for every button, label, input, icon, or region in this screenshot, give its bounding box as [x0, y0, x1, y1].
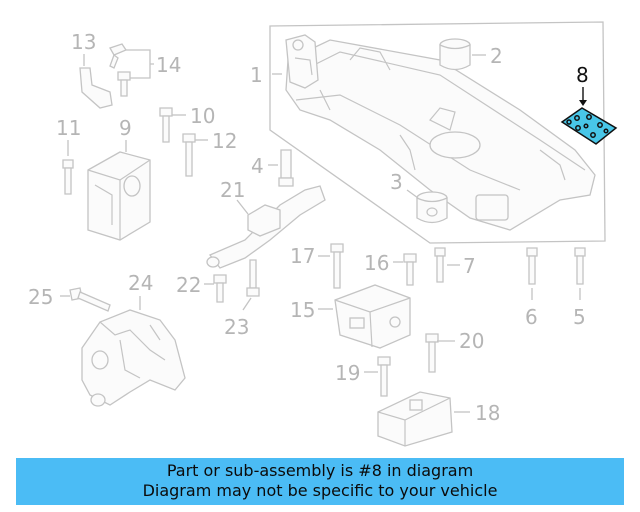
notice-banner: Part or sub-assembly is #8 in diagram Di… [16, 458, 624, 505]
plate-hole [590, 132, 596, 138]
notice-line-1: Part or sub-assembly is #8 in diagram [166, 461, 474, 480]
callout-25: 25 [28, 285, 53, 309]
callout-22: 22 [176, 273, 201, 297]
engine-bracket-24[interactable] [81, 309, 186, 407]
bolt-6[interactable] [526, 247, 538, 285]
callout-20: 20 [459, 329, 484, 353]
reinforcement-plate-8[interactable] [560, 107, 618, 145]
bolt-25[interactable] [69, 287, 111, 312]
callout-19: 19 [335, 361, 360, 385]
leader-8-arrow [579, 100, 587, 106]
callout-13: 13 [71, 30, 96, 54]
plate-hole [575, 125, 581, 131]
torque-rod-21[interactable] [206, 185, 326, 269]
callout-24: 24 [128, 271, 153, 295]
callout-10: 10 [190, 104, 215, 128]
leader-21 [236, 199, 249, 215]
callout-4: 4 [251, 154, 264, 178]
notice-line-2: Diagram may not be specific to your vehi… [142, 481, 498, 500]
bolt-23[interactable] [246, 259, 260, 297]
bolt-19[interactable] [377, 356, 391, 397]
subframe-crossmember[interactable] [285, 39, 596, 231]
plate-hole [574, 115, 580, 121]
callout-17: 17 [290, 244, 315, 268]
callout-11: 11 [56, 116, 81, 140]
mount-bushing-3[interactable] [416, 191, 448, 224]
bolt-20[interactable] [425, 333, 439, 373]
bolt-17[interactable] [330, 243, 344, 289]
callout-16: 16 [364, 251, 389, 275]
plate-hole [566, 119, 572, 125]
bolt-14[interactable] [109, 43, 131, 97]
callout-6: 6 [525, 305, 538, 329]
plate-hole [603, 128, 609, 134]
callout-14: 14 [156, 53, 181, 77]
plate-hole [597, 122, 603, 128]
engine-mount-9[interactable] [87, 151, 151, 241]
leader-14 [126, 49, 154, 79]
bolt-5[interactable] [574, 247, 586, 285]
callout-12: 12 [212, 129, 237, 153]
callout-2: 2 [490, 44, 503, 68]
bolt-10[interactable] [159, 107, 173, 143]
callout-15: 15 [290, 298, 315, 322]
mount-bracket-18[interactable] [377, 391, 453, 447]
leader-23 [242, 297, 252, 311]
transmission-mount-15[interactable] [334, 284, 411, 349]
leader-3 [406, 189, 419, 199]
bracket-13[interactable] [79, 67, 113, 109]
callout-7: 7 [463, 254, 476, 278]
callout-9: 9 [119, 116, 132, 140]
callout-23: 23 [224, 315, 249, 339]
callout-18: 18 [475, 401, 500, 425]
bolt-16[interactable] [403, 253, 417, 286]
bolt-4[interactable] [278, 149, 294, 187]
plate-hole [583, 123, 589, 129]
bolt-22[interactable] [213, 274, 227, 303]
mount-bushing-2[interactable] [439, 38, 471, 71]
subframe-group-box [269, 21, 606, 244]
callout-8: 8 [576, 63, 589, 87]
subframe-bracket[interactable] [285, 34, 319, 89]
callout-3: 3 [390, 170, 403, 194]
callout-1: 1 [250, 63, 263, 87]
callout-21: 21 [220, 178, 245, 202]
bolt-12[interactable] [182, 133, 196, 177]
bolt-7[interactable] [434, 247, 446, 283]
callout-5: 5 [573, 305, 586, 329]
bolt-11[interactable] [62, 159, 74, 195]
plate-hole [586, 114, 592, 120]
